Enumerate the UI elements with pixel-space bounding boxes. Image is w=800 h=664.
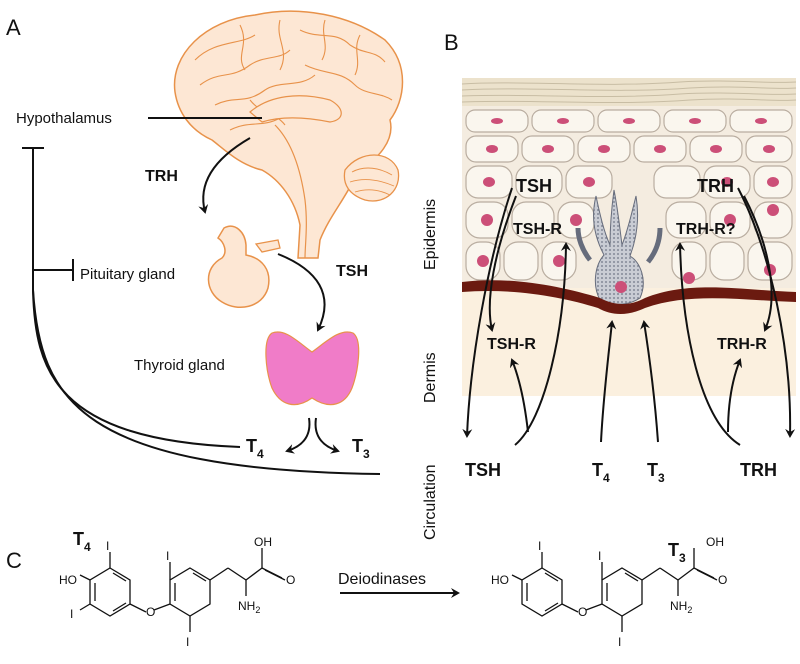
corpus-callosum [249, 95, 342, 123]
svg-text:I: I [538, 539, 541, 553]
t4-structure-label: T4 [73, 529, 91, 554]
tsh-label-a: TSH [336, 263, 368, 280]
deiodinases-label: Deiodinases [338, 571, 426, 588]
brain-illustration [173, 10, 404, 259]
thyroid-illustration [265, 331, 360, 406]
tsh-r-epidermis-label: TSH-R [513, 221, 562, 238]
panel-label-b: B [444, 30, 459, 55]
t3-structure-label: T3 [668, 540, 686, 565]
t3-chemical-structure: HO I O I I OH O NH2 [491, 535, 727, 649]
svg-text:I: I [618, 635, 621, 649]
panel-c: C T4 T3 [6, 529, 727, 649]
pituitary-illustration [207, 225, 281, 309]
hypothalamus-label: Hypothalamus [16, 110, 112, 127]
tsh-arrow-a [277, 253, 326, 332]
t4-chemical-structure: HO I I O I I OH O NH2 [59, 535, 295, 649]
circulation-label: Circulation [422, 464, 439, 540]
panel-label-c: C [6, 548, 22, 573]
brain-folds [194, 19, 393, 131]
trh-circulation-label: TRH [740, 460, 777, 480]
trh-label: TRH [145, 168, 178, 185]
negative-feedback-lines [22, 147, 381, 475]
t4-label-a: T4 [246, 436, 264, 461]
panel-a: A [6, 10, 404, 475]
t3-output-arrow [314, 417, 340, 454]
svg-text:NH2: NH2 [238, 599, 260, 615]
tsh-r-dermis-label: TSH-R [487, 336, 536, 353]
svg-text:OH: OH [706, 535, 724, 549]
dermis-label: Dermis [422, 352, 439, 403]
svg-text:O: O [578, 605, 587, 619]
svg-text:I: I [70, 607, 73, 621]
hair-follicle [575, 189, 663, 305]
trh-r-question-label: TRH-R? [676, 221, 736, 238]
stratum-corneum [461, 78, 797, 106]
tsh-epidermis-label: TSH [516, 176, 552, 196]
svg-text:O: O [286, 573, 295, 587]
svg-text:I: I [598, 549, 601, 563]
trh-arrow [198, 137, 251, 214]
trh-r-dermis-label: TRH-R [717, 336, 767, 353]
brainstem [274, 124, 307, 259]
t3-label-a: T3 [352, 436, 370, 461]
svg-text:HO: HO [59, 573, 77, 587]
cell-nuclei [477, 118, 779, 284]
svg-text:OH: OH [254, 535, 272, 549]
svg-text:I: I [186, 635, 189, 649]
t4-output-arrow [285, 417, 311, 454]
t3-circulation-label: T3 [647, 460, 665, 485]
svg-text:NH2: NH2 [670, 599, 692, 615]
svg-text:I: I [106, 539, 109, 553]
trh-epidermis-label: TRH [697, 176, 734, 196]
epidermis-label: Epidermis [422, 199, 439, 270]
panel-b: B [422, 30, 797, 540]
basement-membrane [462, 280, 796, 314]
cerebellum [343, 154, 400, 202]
panel-label-a: A [6, 15, 21, 40]
brain-outline [173, 10, 404, 259]
svg-text:O: O [718, 573, 727, 587]
svg-text:I: I [166, 549, 169, 563]
thyroid-label: Thyroid gland [134, 357, 225, 374]
t4-circulation-label: T4 [592, 460, 610, 485]
svg-text:HO: HO [491, 573, 509, 587]
svg-text:O: O [146, 605, 155, 619]
pituitary-label: Pituitary gland [80, 266, 175, 283]
tsh-circulation-label: TSH [465, 460, 501, 480]
panel-b-arrows [462, 187, 796, 446]
